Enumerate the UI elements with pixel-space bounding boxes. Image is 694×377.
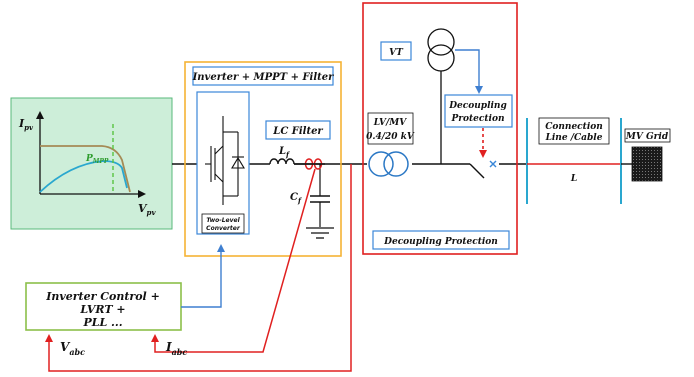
inductor-icon [269, 158, 295, 165]
inverter-title: Inverter + MPPT + Filter [192, 72, 335, 83]
lc-filter-title: LC Filter [272, 126, 323, 137]
decoupling-region-label: Decoupling Protection [383, 237, 498, 247]
pv-y-axis-arrow [36, 111, 44, 119]
svg-text:Iabc: Iabc [165, 340, 187, 357]
decoupling-protection-box[interactable] [444, 94, 513, 128]
mv-grid-label-box [624, 128, 671, 143]
connection-label-box [538, 117, 610, 145]
svg-text:PMPP: PMPP [85, 154, 109, 165]
vt-signal-arrow [455, 49, 483, 94]
pv-x-sub: pv [147, 208, 157, 217]
pv-mpp-label: P [85, 154, 93, 164]
svg-text:Ipv: Ipv [18, 117, 34, 132]
svg-text:Vpv: Vpv [138, 202, 156, 217]
converter-label-2: Converter [206, 225, 241, 232]
inverter-section: Inverter + MPPT + Filter Two-Level Conve… [184, 61, 342, 257]
pv-panel: Ipv Vpv PMPP [10, 97, 173, 230]
trip-signal-arrow [479, 150, 487, 158]
vt-label-box [380, 41, 412, 61]
decoupling-border [362, 2, 518, 255]
breaker-switch-icon [469, 163, 485, 179]
decoupling-protection-label-1: Decoupling [448, 101, 507, 111]
control-label-2: LVRT + [79, 303, 125, 316]
gating-signal-arrow [181, 244, 225, 308]
pv-mpp-sub: MPP [92, 158, 109, 165]
svg-text:Vabc: Vabc [60, 340, 85, 357]
vt-label: VT [389, 48, 404, 58]
pv-power-curve [39, 160, 128, 193]
converter-label-box [201, 213, 245, 234]
voltage-measurement-label: V [60, 340, 71, 354]
current-feedback-arrow [151, 168, 316, 353]
pv-y-sub: pv [24, 123, 34, 132]
decoupling-section: LV/MV 0.4/20 kV VT Decoupling Protection… [362, 2, 518, 255]
decoupling-protection-label-2: Protection [451, 114, 505, 124]
lc-filter-title-box [265, 120, 331, 140]
transformer-type-label: LV/MV [373, 118, 407, 128]
grid-connection-section: Connection Line /Cable L MV Grid [526, 117, 671, 204]
connection-inductance-label: L [570, 174, 577, 184]
voltage-feedback-arrow [45, 164, 352, 372]
inductor-sub: f [285, 150, 291, 159]
control-label-1: Inverter Control + [45, 290, 160, 303]
capacitor-label: C [290, 192, 298, 203]
svg-text:Cf: Cf [290, 192, 303, 205]
control-label-3: PLL ... [82, 316, 122, 329]
current-measurement-sub: abc [172, 347, 188, 357]
ground-icon [306, 227, 334, 239]
igbt-icon [205, 116, 245, 205]
transformer-rating-label: 0.4/20 kV [366, 132, 415, 142]
decoupling-region-label-box [372, 230, 510, 250]
converter-label-1: Two-Level [206, 217, 240, 224]
pv-current-curve [40, 145, 131, 193]
inductor-label: L [278, 146, 286, 157]
inverter-border [184, 61, 342, 257]
mv-grid-label: MV Grid [625, 132, 669, 142]
control-section: Inverter Control + LVRT + PLL ... Vabc I… [25, 164, 352, 372]
inverter-title-box [192, 66, 334, 86]
pv-x-label: V [138, 202, 148, 215]
mv-grid-icon [631, 146, 663, 182]
vt-icon [427, 28, 455, 56]
connection-label-2: Line /Cable [545, 133, 603, 143]
current-measurement-label: I [165, 340, 172, 354]
transformer-icon [368, 151, 394, 177]
pv-x-axis-arrow [138, 190, 146, 198]
svg-text:Lf: Lf [278, 146, 291, 159]
capacitor-sub: f [297, 196, 303, 205]
transformer-label-box [367, 112, 414, 145]
voltage-measurement-sub: abc [69, 347, 85, 357]
connection-label-1: Connection [545, 122, 603, 132]
pv-y-label: I [18, 117, 25, 130]
